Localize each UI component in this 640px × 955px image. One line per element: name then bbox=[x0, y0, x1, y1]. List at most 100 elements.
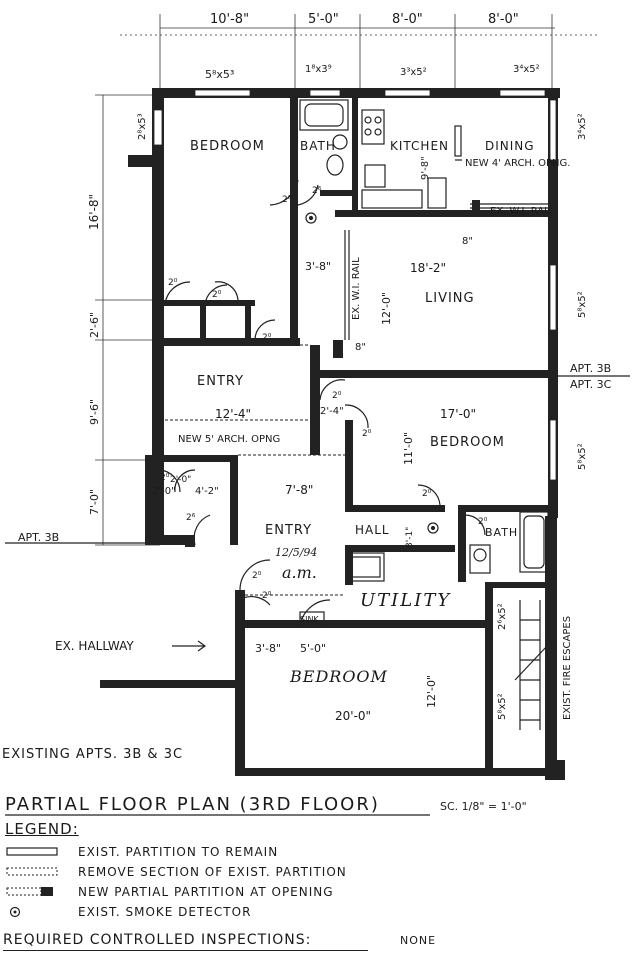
room-label-bedroom: BEDROOM bbox=[190, 139, 265, 154]
plan-title: PARTIAL FLOOR PLAN (3RD FLOOR) bbox=[5, 794, 380, 815]
legend-item: EXIST. SMOKE DETECTOR bbox=[78, 905, 252, 919]
room-dim: 4'-2" bbox=[195, 486, 219, 497]
inspections-label: REQUIRED CONTROLLED INSPECTIONS: bbox=[3, 932, 312, 948]
door-label: 2⁶ bbox=[312, 186, 322, 196]
inspections-value: NONE bbox=[400, 934, 437, 947]
door-swings bbox=[159, 179, 486, 629]
note-new-arch-4: NEW 4' ARCH. OPNG. bbox=[465, 158, 570, 169]
window-label: 3³x5² bbox=[400, 67, 427, 78]
door-label: 2⁰ bbox=[252, 571, 262, 581]
dim-top-3: 8'-0" bbox=[392, 12, 423, 27]
room-dim: 2'-4" bbox=[320, 406, 344, 417]
room-dim: 12'-0" bbox=[380, 292, 393, 325]
window-label: 2⁸x5³ bbox=[137, 113, 148, 140]
arrow-icon bbox=[172, 640, 207, 652]
door-label: 2⁰ bbox=[168, 278, 178, 288]
room-dim: 7'-8" bbox=[285, 483, 313, 497]
note-initials: a.m. bbox=[282, 563, 317, 582]
note-fire-escapes: EXIST. FIRE ESCAPES bbox=[562, 616, 573, 720]
room-dim: 5'-0" bbox=[300, 642, 326, 655]
legend-item: EXIST. PARTITION TO REMAIN bbox=[78, 845, 279, 859]
note-rail-8: 8" bbox=[355, 342, 366, 353]
door-label: 2⁶ bbox=[186, 513, 196, 523]
room-label-bedroom: BEDROOM bbox=[289, 667, 388, 686]
dim-left-4: 7'-0" bbox=[88, 489, 101, 515]
dim-left-2: 2'-6" bbox=[88, 312, 101, 338]
note-new-arch-5: NEW 5' ARCH. OPNG bbox=[178, 434, 280, 445]
room-label-bath: BATH bbox=[485, 526, 518, 539]
door-label: 2⁰ bbox=[160, 473, 170, 483]
room-label-utility: UTILITY bbox=[360, 590, 451, 611]
legend-symbol-new-partition bbox=[6, 887, 53, 896]
rails bbox=[344, 203, 548, 340]
caption-existing: EXISTING APTS. 3B & 3C bbox=[2, 747, 183, 762]
note-ex-wi-rail: EX. W.I. RAIL bbox=[351, 257, 362, 320]
smoke-detector-icon bbox=[305, 212, 439, 534]
dim-left-3: 9'-6" bbox=[88, 399, 101, 425]
legend-heading: LEGEND: bbox=[5, 820, 79, 838]
room-label-hall: HALL bbox=[355, 523, 390, 537]
dim-top-4: 8'-0" bbox=[488, 12, 519, 27]
note-apt-3b: APT. 3B bbox=[570, 362, 611, 375]
room-dim: 2'-0" bbox=[152, 486, 176, 497]
door-label: 2⁰ bbox=[262, 333, 272, 343]
room-dim: 3'-8" bbox=[255, 642, 281, 655]
room-dim: 3'-8" bbox=[305, 260, 331, 273]
note-date: 12/5/94 bbox=[275, 546, 317, 559]
window-label: 5⁸x5² bbox=[497, 693, 508, 720]
removed-partitions bbox=[160, 344, 345, 596]
room-dim: 18'-2" bbox=[410, 261, 446, 275]
room-label-entry: ENTRY bbox=[197, 374, 244, 389]
window-label: 5⁸x5² bbox=[577, 291, 588, 318]
window-label: 2⁶x5² bbox=[497, 603, 508, 630]
window-label: 1⁸x3⁹ bbox=[305, 64, 332, 75]
legend-symbol-exist-partition bbox=[6, 847, 58, 856]
note-sink: SINK bbox=[300, 615, 319, 624]
room-label-kitchen: KITCHEN bbox=[390, 139, 449, 153]
room-dim: 11'-0" bbox=[402, 432, 415, 465]
window-label: 5⁸x5² bbox=[577, 443, 588, 470]
smoke-detector-icon bbox=[9, 906, 21, 918]
dim-top-1: 10'-8" bbox=[210, 12, 249, 27]
door-label: 2⁰ bbox=[332, 391, 342, 401]
room-label-bath: BATH bbox=[300, 139, 336, 153]
dim-top-2: 5'-0" bbox=[308, 12, 339, 27]
inspections-underline bbox=[3, 950, 368, 951]
note-rail-8: 8" bbox=[462, 236, 473, 247]
top-dimension-line bbox=[120, 14, 600, 95]
note-ex-wi-rail: EX. W.I. RAIL bbox=[490, 206, 553, 217]
new-partial-partition bbox=[333, 125, 480, 358]
dim-left-1: 16'-8" bbox=[87, 194, 101, 230]
window-label: 3⁴x5² bbox=[577, 113, 588, 140]
legend-item: NEW PARTIAL PARTITION AT OPENING bbox=[78, 885, 334, 899]
windows bbox=[153, 89, 557, 481]
interior-walls bbox=[148, 98, 553, 770]
legend-item: REMOVE SECTION OF EXIST. PARTITION bbox=[78, 865, 347, 879]
room-dim: 3'-1" bbox=[405, 527, 415, 548]
plan-scale: SC. 1/8" = 1'-0" bbox=[440, 800, 527, 813]
window-label: 3⁴x5² bbox=[513, 64, 540, 75]
room-label-entry: ENTRY bbox=[265, 523, 312, 538]
door-label: 2⁰ bbox=[212, 290, 222, 300]
room-dim: 9'-8" bbox=[420, 156, 431, 180]
fixtures bbox=[299, 99, 549, 730]
room-label-dining: DINING bbox=[485, 139, 535, 153]
room-dim: 12'-4" bbox=[215, 407, 251, 421]
room-dim: 20'-0" bbox=[335, 709, 371, 723]
door-label: 2⁰ bbox=[422, 489, 432, 499]
room-dim: 17'-0" bbox=[440, 407, 476, 421]
room-label-living: LIVING bbox=[425, 291, 475, 306]
legend-symbol-remove-partition bbox=[6, 867, 58, 876]
room-label-bedroom: BEDROOM bbox=[430, 435, 505, 450]
door-label: 2⁰ bbox=[362, 429, 372, 439]
note-apt-3b: APT. 3B bbox=[18, 531, 59, 544]
door-label: 2⁶ bbox=[282, 195, 292, 205]
door-label: 2⁰ bbox=[478, 517, 488, 527]
room-dim: 12'-0" bbox=[425, 675, 438, 708]
note-ex-hallway: EX. HALLWAY bbox=[55, 639, 134, 653]
room-dim: 2'-0" bbox=[170, 475, 191, 485]
window-label: 5⁸x5³ bbox=[205, 68, 234, 81]
door-label: 2⁰ bbox=[262, 591, 272, 601]
note-apt-3c: APT. 3C bbox=[570, 378, 612, 391]
